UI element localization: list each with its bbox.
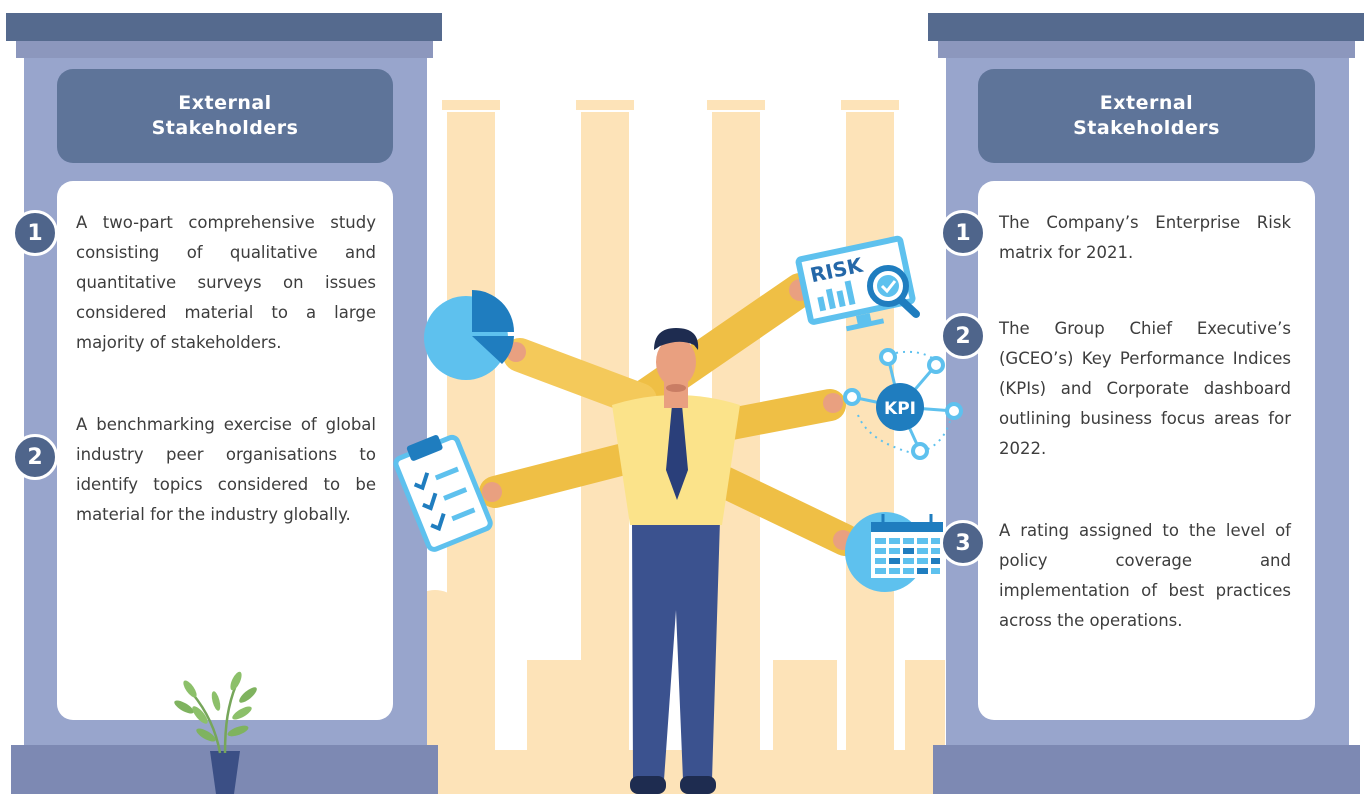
background-block xyxy=(773,660,837,752)
right-pillar-cap xyxy=(928,13,1364,41)
checklist-icon xyxy=(393,434,493,552)
left-item-1-badge: 1 xyxy=(12,210,58,256)
background-column-cap xyxy=(841,100,899,110)
background-column-cap xyxy=(576,100,634,110)
left-item-1-text: A two-part comprehensive study consistin… xyxy=(76,213,376,352)
left-item-2-badge: 2 xyxy=(12,434,58,480)
right-item-1-text: The Company’s Enterprise Risk matrix for… xyxy=(999,213,1291,262)
right-header: External Stakeholders xyxy=(978,69,1315,163)
left-header-line1: External xyxy=(178,92,272,114)
right-item-3-text: A rating assigned to the level of policy… xyxy=(999,521,1291,630)
right-item-2-badge: 2 xyxy=(940,313,986,359)
background-column-cap xyxy=(707,100,765,110)
right-header-line2: Stakeholders xyxy=(1073,117,1220,139)
left-item-2-text: A benchmarking exercise of global indust… xyxy=(76,415,376,524)
kpi-label: KPI xyxy=(884,399,916,419)
right-item-3-badge: 3 xyxy=(940,520,986,566)
pie-chart-icon xyxy=(424,290,514,380)
left-panel xyxy=(57,181,393,720)
left-header-line2: Stakeholders xyxy=(151,117,299,139)
right-item-1-badge: 1 xyxy=(940,210,986,256)
businessman-illustration xyxy=(479,273,861,794)
right-header-line1: External xyxy=(1099,92,1194,114)
left-pillar-cap xyxy=(6,13,442,41)
left-pillar-cap-lower xyxy=(16,41,433,58)
risk-monitor-icon: RISK xyxy=(795,235,920,332)
kpi-network-icon: KPI xyxy=(843,348,963,460)
calendar-icon xyxy=(845,512,943,592)
background-block xyxy=(527,660,589,752)
right-pillar-cap-lower xyxy=(938,41,1355,58)
plant-icon xyxy=(174,671,257,794)
right-item-2-text: The Group Chief Executive’s (GCEO’s) Key… xyxy=(999,319,1291,458)
background-column-cap xyxy=(442,100,500,110)
right-panel xyxy=(978,181,1315,720)
background-block xyxy=(905,660,945,752)
left-header: External Stakeholders xyxy=(57,69,393,163)
right-pillar-base xyxy=(933,745,1360,794)
